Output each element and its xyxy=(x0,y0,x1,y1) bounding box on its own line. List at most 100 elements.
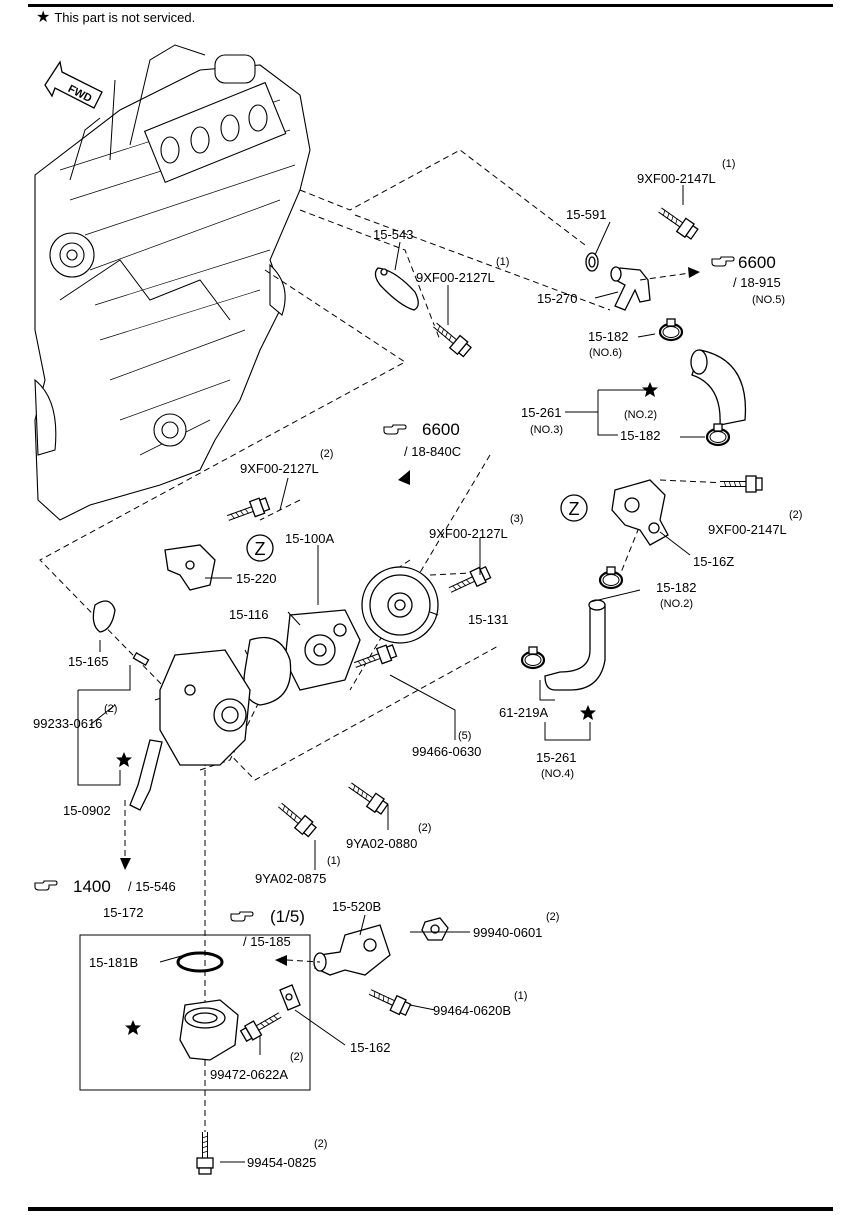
pn-9xf00-2147l-right: 9XF00-2147L xyxy=(708,522,787,537)
z-label-left: Z xyxy=(255,539,266,559)
bolt-99472-0622a xyxy=(240,1008,284,1043)
qty-9ya02-0875: (1) xyxy=(327,855,340,867)
engine-block xyxy=(34,44,311,521)
reference-arrows xyxy=(120,267,700,966)
ref-num-6600-915: 6600 xyxy=(738,253,776,272)
qty-99233-0616: (2) xyxy=(104,703,117,715)
outlet-15-520b xyxy=(313,924,391,976)
bolt-99464-0620b xyxy=(367,985,412,1017)
pn-15-220: 15-220 xyxy=(236,571,276,586)
gasket-15-116 xyxy=(243,636,292,706)
ref-sub-15-185: / 15-185 xyxy=(243,934,291,949)
z-marker-right: Z xyxy=(560,494,588,522)
pn-15-100a: 15-100A xyxy=(285,531,334,546)
pn-99233-0616: 99233-0616 xyxy=(33,716,102,731)
qty-99940-0601: (2) xyxy=(546,911,559,923)
ref-num-1400: 1400 xyxy=(73,877,111,896)
pn-9ya02-0880: 9YA02-0880 xyxy=(346,836,417,851)
housing-15-16z xyxy=(611,479,669,546)
ref-sub-18-840c: / 18-840C xyxy=(404,444,461,459)
z-marker-left: Z xyxy=(246,534,274,562)
hose-15-0902 xyxy=(129,739,163,811)
thermostat-kit-box xyxy=(79,934,311,1091)
pulley-15-131 xyxy=(361,566,439,644)
pn-15-172: 15-172 xyxy=(103,905,143,920)
not-serviced-text: This part is not serviced. xyxy=(54,10,196,25)
pn-15-270: 15-270 xyxy=(537,291,577,306)
bracket-15-220 xyxy=(164,544,216,591)
pointing-hand-icon xyxy=(230,911,254,922)
pn-15-261-no4: 15-261 xyxy=(536,750,576,765)
pn-15-182-no2-upper: 15-182 xyxy=(620,428,660,443)
ref-sub-18-915: / 18-915 xyxy=(733,275,781,290)
pn-9xf00-2127l-top: 9XF00-2127L xyxy=(416,270,495,285)
gasket-15-162 xyxy=(279,984,301,1011)
pn-15-520b: 15-520B xyxy=(332,899,381,914)
sub-15-182-no2-upper: (NO.2) xyxy=(624,409,657,421)
pn-15-543: 15-543 xyxy=(373,227,413,242)
gasket-15-543 xyxy=(374,267,419,311)
part-labels: (1) 9XF00-2147L 15-591 15-543 (1) 9XF00-… xyxy=(33,158,802,1170)
star-icon xyxy=(125,1020,141,1035)
pointing-hand-icon xyxy=(383,424,407,435)
pn-15-182-right: 15-182 xyxy=(656,580,696,595)
qty-9xf00-2147l-top: (1) xyxy=(722,158,735,170)
ref-6600-18-840c[interactable]: 6600 / 18-840C xyxy=(383,420,461,459)
pn-15-0902: 15-0902 xyxy=(63,803,111,818)
pn-99454-0825: 99454-0825 xyxy=(247,1155,316,1170)
qty-9ya02-0880: (2) xyxy=(418,822,431,834)
ref-1-5-15-185[interactable]: (1/5) / 15-185 xyxy=(230,907,305,949)
pn-15-131: 15-131 xyxy=(468,612,508,627)
bolt-9ya02-0875 xyxy=(275,799,317,838)
leader-lines xyxy=(77,185,705,1163)
qty-99464-0620b: (1) xyxy=(514,990,527,1002)
star-icon xyxy=(116,752,132,767)
pn-15-165: 15-165 xyxy=(68,654,108,669)
ref-sub-15-546: / 15-546 xyxy=(128,879,176,894)
pointing-hand-icon xyxy=(34,880,58,891)
pn-9xf00-2147l-top: 9XF00-2147L xyxy=(637,171,716,186)
ref-sub2-no5: (NO.5) xyxy=(752,294,785,306)
sub-15-261-no3: (NO.3) xyxy=(530,424,563,436)
qty-99466-0630: (5) xyxy=(458,730,471,742)
qty-9xf00-2147l-right: (2) xyxy=(789,509,802,521)
clamp-61-219a xyxy=(520,645,546,670)
pn-15-182-no6: 15-182 xyxy=(588,329,628,344)
sub-15-261-no4: (NO.4) xyxy=(541,768,574,780)
qty-99472-0622a: (2) xyxy=(290,1051,303,1063)
clamp-15-182-right xyxy=(598,565,624,590)
bottom-rule xyxy=(28,1207,833,1211)
pn-61-219a: 61-219A xyxy=(499,705,548,720)
gasket-15-165 xyxy=(92,600,116,633)
z-label-right: Z xyxy=(569,499,580,519)
pn-9xf00-2127l-3: 9XF00-2127L xyxy=(429,526,508,541)
nut-99940-0601 xyxy=(421,917,449,941)
bolt-9xf00-2127l-top xyxy=(430,319,472,358)
bolt-9ya02-0880 xyxy=(345,778,389,815)
clamp-15-182-no2-upper xyxy=(705,422,731,447)
pn-15-591: 15-591 xyxy=(566,207,606,222)
ref-6600-18-915[interactable]: 6600 / 18-915 (NO.5) xyxy=(711,253,785,306)
pn-15-162: 15-162 xyxy=(350,1040,390,1055)
clamp-15-182-no6 xyxy=(658,317,684,342)
bolt-99454-0825 xyxy=(197,1132,213,1174)
pn-15-181b: 15-181B xyxy=(89,955,138,970)
pn-15-116: 15-116 xyxy=(229,607,269,622)
ref-num-1-5: (1/5) xyxy=(270,907,305,926)
fwd-arrow-icon: FWD xyxy=(44,60,103,109)
pn-99472-0622a: 99472-0622A xyxy=(210,1067,288,1082)
star-icon xyxy=(580,705,596,720)
bolt-9xf00-2147l-top xyxy=(655,203,699,240)
water-pump-15-100a xyxy=(284,609,361,691)
ref-1400-15-546[interactable]: 1400 / 15-546 xyxy=(34,877,176,896)
dowel-99233-0616 xyxy=(132,652,150,666)
bolt-9xf00-2147l-right xyxy=(720,476,762,492)
pn-9xf00-2127l-mid: 9XF00-2127L xyxy=(240,461,319,476)
qty-99454-0825: (2) xyxy=(314,1138,327,1150)
ref-num-6600-840c: 6600 xyxy=(422,420,460,439)
hose-15-261-no3 xyxy=(690,349,747,426)
gasket-15-181b xyxy=(176,951,224,973)
pn-15-261-no3: 15-261 xyxy=(521,405,561,420)
